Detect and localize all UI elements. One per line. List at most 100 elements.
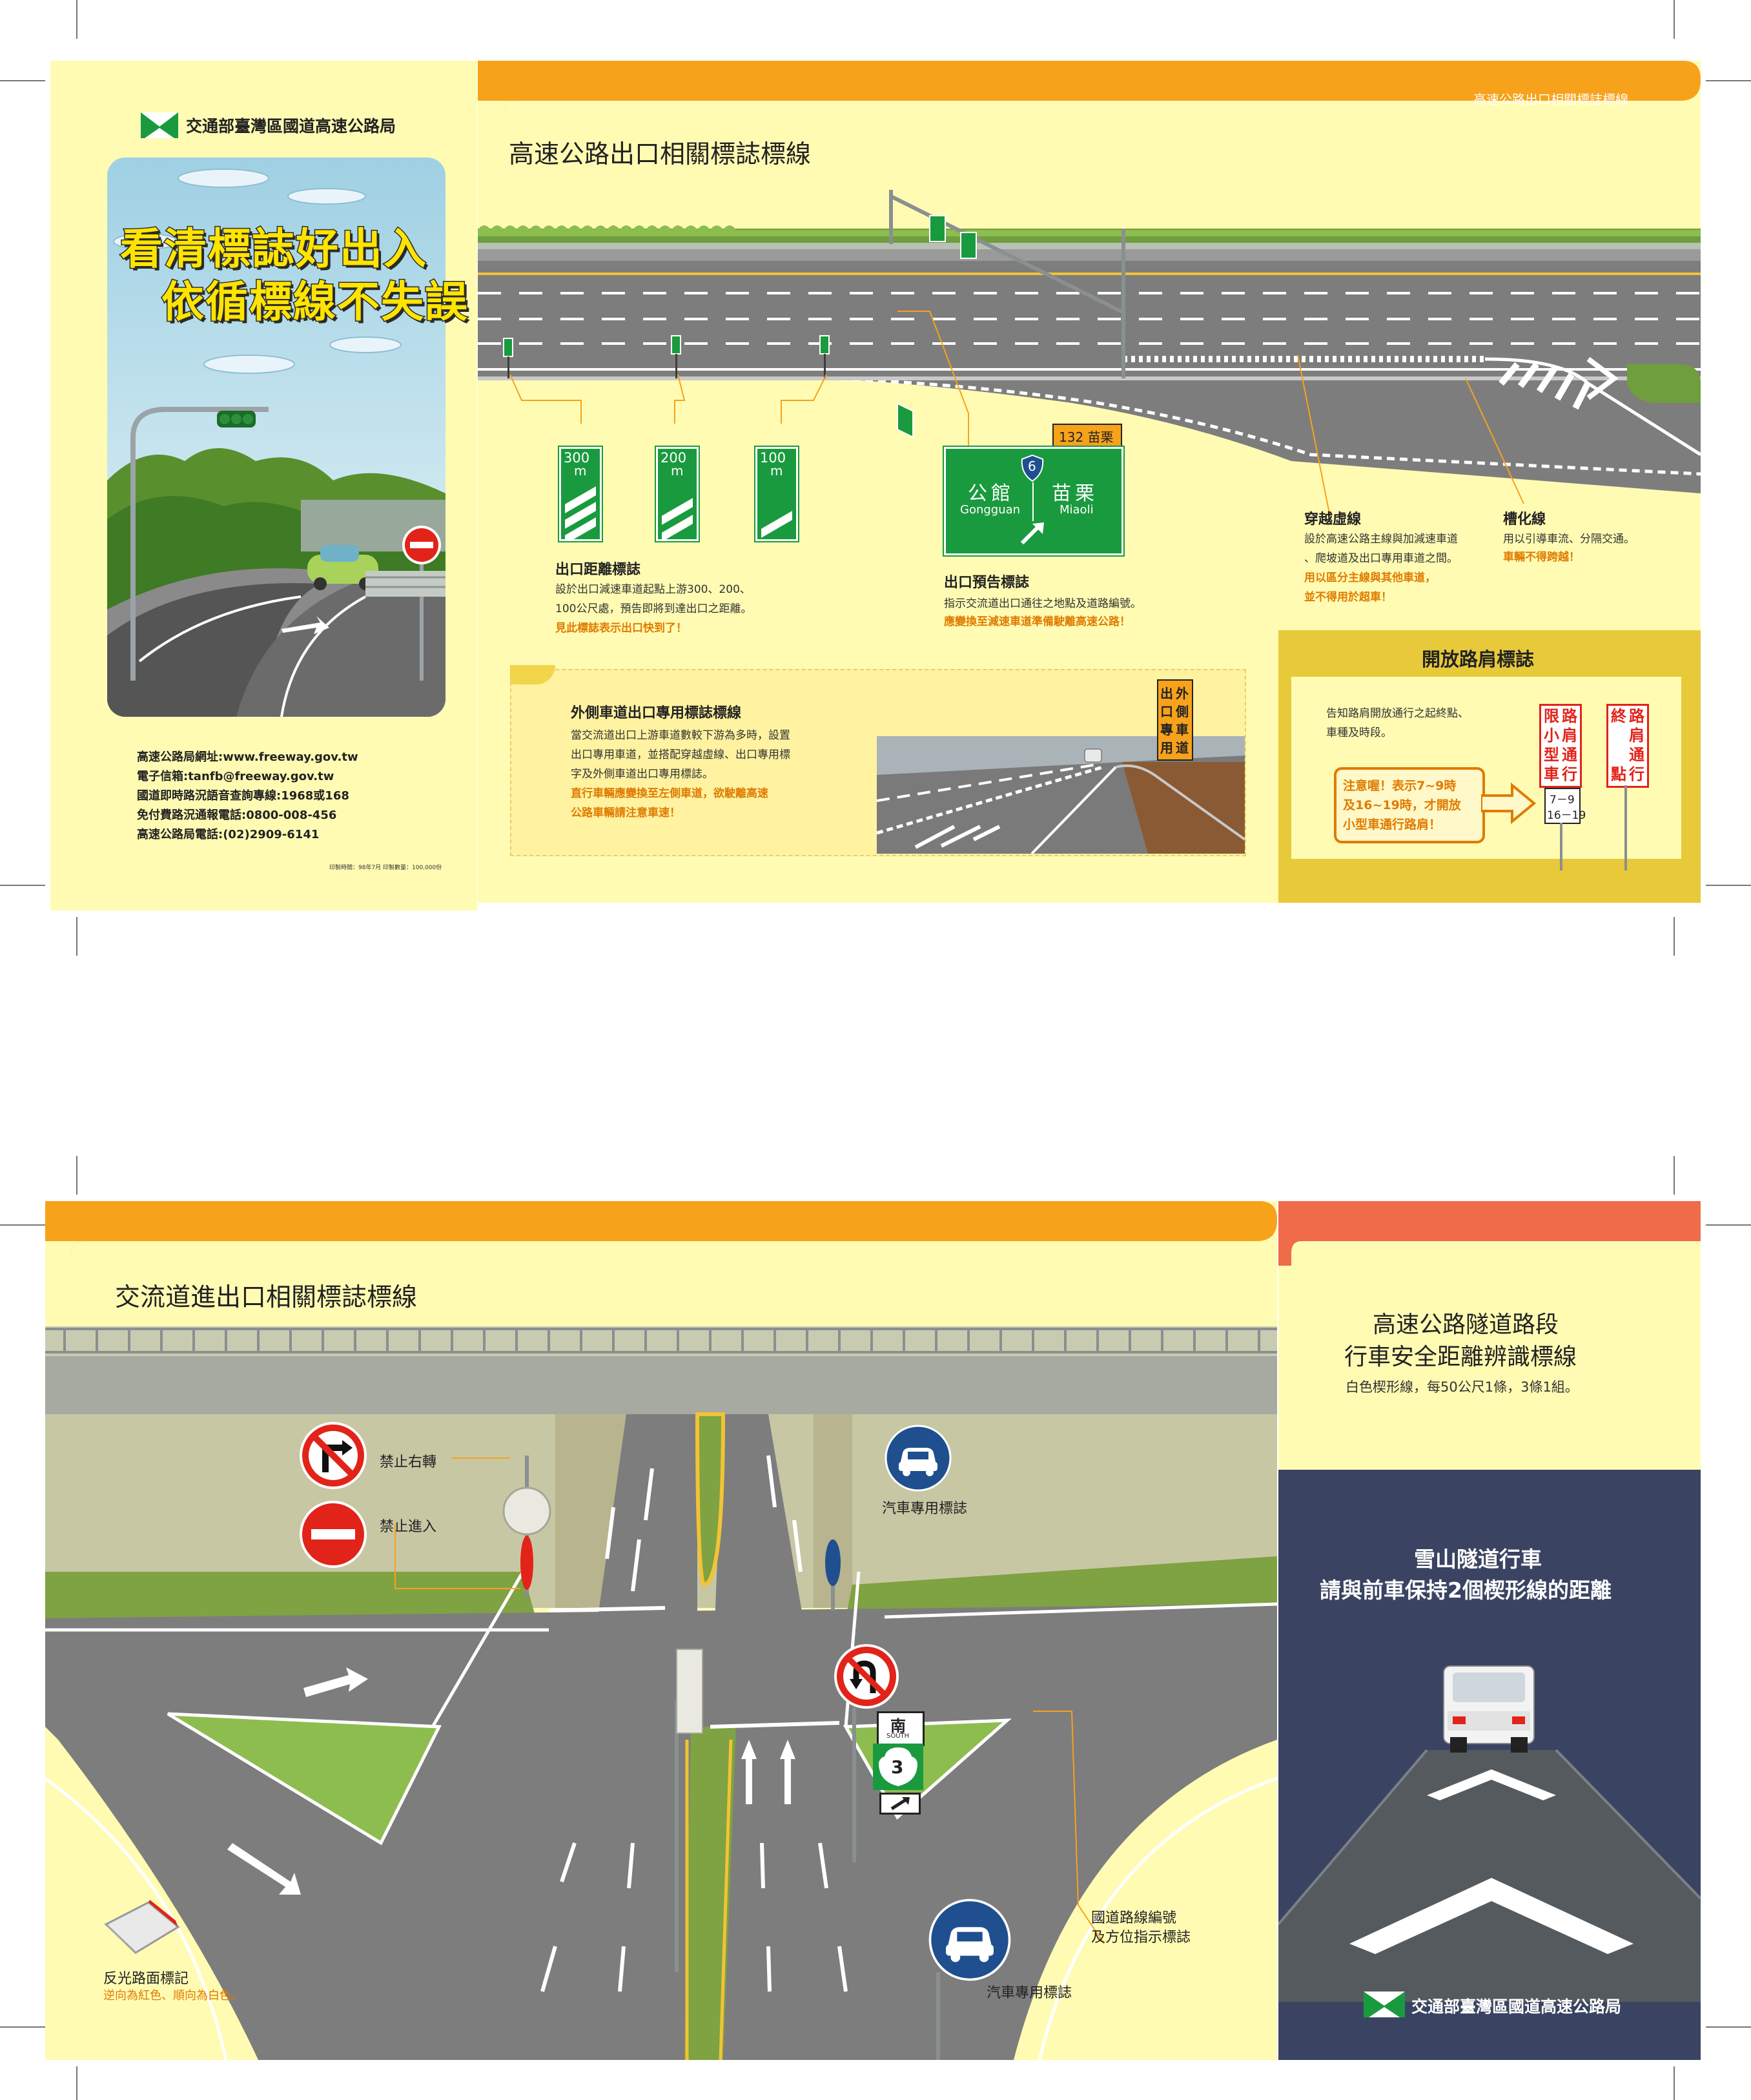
route-marker-label: 國道路線編號 及方位指示標誌 — [1091, 1909, 1191, 1948]
tunnel-panel-top — [1278, 1201, 1701, 1470]
outer-lane-desc: 當交流道出口上游車道數較下游為多時，設置 出口專用車道，並搭配穿越虛線、出口專用… — [571, 726, 790, 823]
desc-line: 100公尺處，預告即將到達出口之距離。 — [555, 602, 752, 615]
desc-highlight: 用以區分主線與其他車道， — [1304, 571, 1436, 584]
advance-sign-tag-text: 132 苗栗 — [1059, 429, 1114, 445]
sign-char: 車 — [1544, 765, 1559, 783]
interchange-leader-lines — [394, 1457, 1105, 1944]
interchange-illustration — [45, 1326, 1277, 2060]
cover-illustration — [107, 158, 445, 717]
desc-highlight: 並不得用於超車！ — [1304, 591, 1392, 604]
tunnel-road-illustration — [1278, 1665, 1701, 2002]
sign-char: 用 — [1160, 740, 1173, 756]
distance-sign-200-num: 200 — [660, 450, 687, 466]
distance-sign-300m: 300 m — [559, 447, 602, 541]
shoulder-title: 開放路肩標誌 — [1422, 648, 1535, 670]
reflective-marker-icon — [103, 1899, 181, 1957]
cover-slogan-line2: 依循標線不失誤 — [161, 276, 469, 328]
desc-highlight: 直行車輛應變換至左側車道，欲駛離高速 — [571, 787, 768, 800]
route-direction-en: SOUTH — [886, 1733, 910, 1740]
crossing-line-title: 穿越虛線 — [1304, 511, 1362, 528]
direction-arrow-plate-icon — [879, 1793, 921, 1815]
tunnel-desc: 白色楔形線，每50公尺1條，3條1組。 — [1346, 1379, 1579, 1395]
no-right-turn-icon — [298, 1421, 368, 1490]
tunnel-agency-name: 交通部臺灣區國道高速公路局 — [1411, 1997, 1622, 2016]
tunnel-title-line1: 高速公路隧道路段 — [1373, 1312, 1559, 1338]
exit-page-title: 高速公路出口相關標誌標線 — [509, 140, 812, 169]
advance-sign-desc: 指示交流道出口通往之地點及道路編號。 — [944, 597, 1142, 610]
contact-website: 高速公路局網址:www.freeway.gov.tw — [137, 750, 358, 764]
desc-highlight: 公路車輛請注意車速！ — [571, 807, 681, 819]
channel-line-highlight: 車輛不得跨越！ — [1503, 551, 1580, 564]
desc-line: 車種及時段。 — [1326, 726, 1392, 739]
cover-contacts: 高速公路局網址:www.freeway.gov.tw 電子信箱:tanfb@fr… — [137, 748, 358, 845]
sign-char: 路 — [1629, 707, 1644, 725]
distance-sign-100-num: 100 — [760, 450, 786, 466]
cover-slogan-line1: 看清標誌好出入 — [119, 223, 427, 275]
exit-header-tag: 高速公路出口相關標誌標線 — [1473, 92, 1628, 107]
national-route-shield-icon: 3 — [873, 1744, 923, 1790]
crossing-line-desc: 設於高速公路主線與加減速車道 、爬坡道及出口專用車道之間。 用以區分主線與其他車… — [1304, 530, 1458, 607]
channel-line-desc: 用以引導車流、分隔交通。 — [1503, 533, 1635, 546]
time-range: 16－19 — [1547, 809, 1586, 822]
shoulder-time-plate: 7－9 16－19 — [1544, 788, 1586, 824]
distance-sign-desc: 設於出口減速車道起點上游300、200、 100公尺處，預告即將到達出口之距離。… — [555, 580, 752, 638]
desc-line: 、爬坡道及出口專用車道之間。 — [1304, 552, 1458, 565]
route-number: 6 — [1028, 458, 1036, 474]
desc-line: 告知路肩開放通行之起終點、 — [1326, 707, 1469, 720]
sign-char: 限 — [1544, 707, 1559, 725]
label-line: 及方位指示標誌 — [1091, 1930, 1191, 1946]
note-line: 小型車通行路肩！ — [1343, 818, 1442, 832]
shoulder-note-arrow — [1481, 783, 1537, 824]
outer-lane-title: 外側車道出口專用標誌標線 — [571, 705, 742, 721]
note-line: 及16~19時，才開放 — [1343, 798, 1461, 812]
print-info: 印製時間：98年7月 印製數量：100,000份 — [329, 865, 442, 871]
desc-line: 字及外側車道出口專用標誌。 — [571, 768, 713, 781]
advance-sign-highlight: 應變換至減速車道準備駛離高速公路！ — [944, 615, 1131, 628]
interchange-header-bar — [45, 1201, 1277, 1261]
contact-phone: 高速公路局電話:(02)2909-6141 — [137, 828, 320, 841]
exit-header-bar — [478, 61, 1701, 120]
right-destination-en: Miaoli — [1060, 503, 1094, 517]
sign-pole — [1624, 785, 1627, 870]
sign-char: 點 — [1611, 765, 1626, 783]
channel-line-title: 槽化線 — [1503, 511, 1546, 528]
desc-line: 出口專用車道，並搭配穿越虛線、出口專用標 — [571, 748, 790, 761]
sign-char: 專 — [1160, 722, 1173, 737]
advance-sign-divider — [1032, 482, 1034, 521]
shoulder-desc: 告知路肩開放通行之起終點、 車種及時段。 — [1326, 704, 1469, 743]
sign-char: 車 — [1176, 722, 1189, 737]
sign-char: 終 — [1611, 707, 1626, 725]
car-only-label-1: 汽車專用標誌 — [882, 1501, 968, 1517]
route-direction-cn: 南 — [890, 1717, 906, 1735]
left-destination-en: Gongguan — [960, 503, 1021, 517]
contact-report-line: 免付費路況通報電話:0800-008-456 — [137, 808, 337, 822]
no-entry-icon — [298, 1499, 368, 1569]
shoulder-end-sign: 終 點 路 肩 通 行 — [1606, 704, 1649, 788]
agency-logo — [141, 112, 178, 138]
sign-char: 口 — [1160, 704, 1173, 719]
sign-char: 肩 — [1629, 726, 1644, 745]
cover-agency-name: 交通部臺灣區國道高速公路局 — [186, 117, 396, 136]
no-entry-label: 禁止進入 — [380, 1519, 437, 1535]
sign-char: 外 — [1176, 686, 1189, 701]
sign-pole — [1560, 823, 1562, 870]
exit-leader-lines — [509, 311, 1524, 517]
exit-arrow-icon — [1018, 520, 1048, 546]
sign-char: 行 — [1629, 765, 1644, 783]
tunnel-header-bar — [1278, 1201, 1701, 1266]
route-direction-plate: 南 SOUTH — [877, 1711, 925, 1746]
route-shield-icon: 6 — [1019, 454, 1045, 482]
distance-sign-100m: 100 m — [755, 447, 798, 541]
desc-line: 設於高速公路主線與加減速車道 — [1304, 533, 1458, 546]
time-range: 7－9 — [1550, 794, 1575, 807]
national-route-number: 3 — [891, 1756, 904, 1778]
advance-exit-sign: 6 公館 Gongguan 苗栗 Miaoli — [944, 447, 1123, 555]
sign-char: 行 — [1562, 765, 1577, 783]
sign-char: 出 — [1160, 686, 1173, 701]
distance-sign-title: 出口距離標誌 — [555, 562, 641, 578]
contact-voice-line: 國道即時路況語音查詢專線:1968或168 — [137, 789, 349, 803]
sign-char: 路 — [1562, 707, 1577, 725]
tunnel-subtitle-line2: 請與前車保持2個楔形線的距離 — [1320, 1578, 1612, 1603]
desc-line: 設於出口減速車道起點上游300、200、 — [555, 583, 751, 596]
note-line: 注意喔！表示7~9時 — [1343, 779, 1457, 793]
